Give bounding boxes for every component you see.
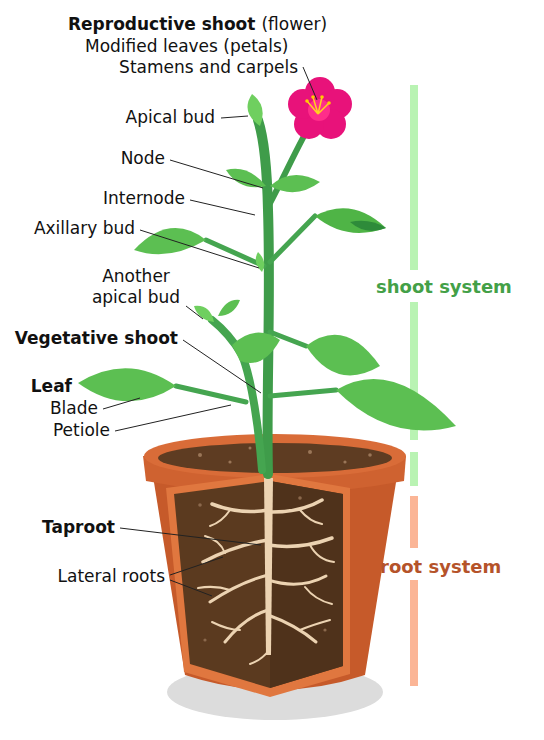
- flower-pot: [143, 434, 406, 720]
- flower-pot: [158, 443, 392, 473]
- system-bracket: [410, 85, 418, 686]
- leader-line: [170, 580, 212, 596]
- part-label: Stamens and carpels: [119, 57, 298, 78]
- part-label: (flower): [261, 14, 327, 35]
- leaf: [256, 252, 265, 272]
- leader-line: [186, 306, 203, 319]
- stem: [176, 118, 336, 474]
- leader-line: [221, 116, 248, 118]
- flower: [311, 95, 315, 99]
- system-bracket: [410, 85, 418, 270]
- part-label: Leaf: [31, 376, 72, 397]
- leader-line: [120, 528, 261, 545]
- flower: [320, 95, 324, 99]
- leader-line: [303, 67, 317, 100]
- part-label: Axillary bud: [34, 218, 135, 239]
- leaf: [306, 335, 380, 376]
- root-system: [210, 575, 268, 602]
- flower-pot: [174, 481, 343, 688]
- part-label: Internode: [103, 188, 185, 209]
- system-label: shoot system: [376, 276, 512, 299]
- leaf: [350, 221, 386, 231]
- flower: [288, 77, 352, 139]
- root-system: [210, 510, 230, 526]
- flower-pot: [198, 453, 202, 457]
- system-bracket: [410, 496, 418, 548]
- leaf: [315, 208, 386, 233]
- flower: [307, 97, 329, 114]
- part-label: Vegetative shoot: [15, 328, 178, 349]
- part-label: Reproductive shoot: [68, 14, 255, 35]
- flower-pot: [308, 450, 312, 454]
- leader-line: [170, 557, 223, 575]
- root-system: [268, 615, 316, 642]
- flower-pot: [323, 628, 326, 631]
- root-system: [198, 478, 334, 664]
- leader-line: [103, 398, 140, 409]
- flower-pot: [198, 503, 202, 507]
- leaf: [78, 94, 456, 431]
- flower-pot: [144, 434, 406, 478]
- leaf: [248, 94, 263, 126]
- flower: [327, 101, 331, 105]
- leaf: [336, 379, 456, 431]
- root-system: [250, 650, 269, 664]
- root-system: [225, 610, 268, 642]
- part-label: Lateral roots: [58, 566, 166, 587]
- flower-pot: [228, 460, 231, 463]
- leaf: [232, 333, 280, 363]
- system-label: root system: [380, 556, 501, 579]
- root-system: [212, 622, 240, 630]
- root-system: [300, 510, 322, 524]
- root-system: [268, 538, 332, 546]
- stem: [270, 390, 336, 396]
- root-system: [268, 500, 322, 512]
- root-system: [198, 587, 230, 590]
- flower-pot: [343, 460, 346, 463]
- leader-line: [140, 230, 259, 268]
- part-label: Apical bud: [126, 107, 215, 128]
- root-system: [268, 576, 326, 584]
- flower-pot: [203, 638, 206, 641]
- root-system: [264, 478, 273, 655]
- part-label: Petiole: [53, 420, 110, 441]
- part-label: Taproot: [42, 517, 115, 538]
- leaf: [270, 175, 320, 192]
- system-bracket: [410, 580, 418, 686]
- leader-line: [183, 340, 261, 393]
- leaf: [218, 300, 240, 316]
- system-bracket: [410, 452, 418, 486]
- leaf: [78, 368, 176, 401]
- flower-pot: [368, 453, 372, 457]
- part-label: Blade: [50, 398, 98, 419]
- part-label: Node: [121, 148, 165, 169]
- flower-pot: [298, 496, 302, 500]
- leader-line: [190, 200, 255, 215]
- root-system: [305, 587, 332, 604]
- root-system: [212, 504, 268, 512]
- root-system: [310, 545, 334, 562]
- part-label: Another apical bud: [84, 266, 188, 309]
- root-system: [300, 620, 330, 630]
- root-system: [203, 540, 268, 562]
- stem: [176, 386, 246, 402]
- leader-line: [115, 405, 231, 431]
- stem: [206, 240, 264, 266]
- flower: [305, 99, 309, 103]
- part-label: Modified leaves (petals): [85, 36, 289, 57]
- leaf: [226, 169, 266, 188]
- flower-pot: [166, 474, 350, 697]
- leader-line: [170, 160, 263, 188]
- stem: [270, 216, 315, 262]
- flower-pot: [249, 447, 252, 450]
